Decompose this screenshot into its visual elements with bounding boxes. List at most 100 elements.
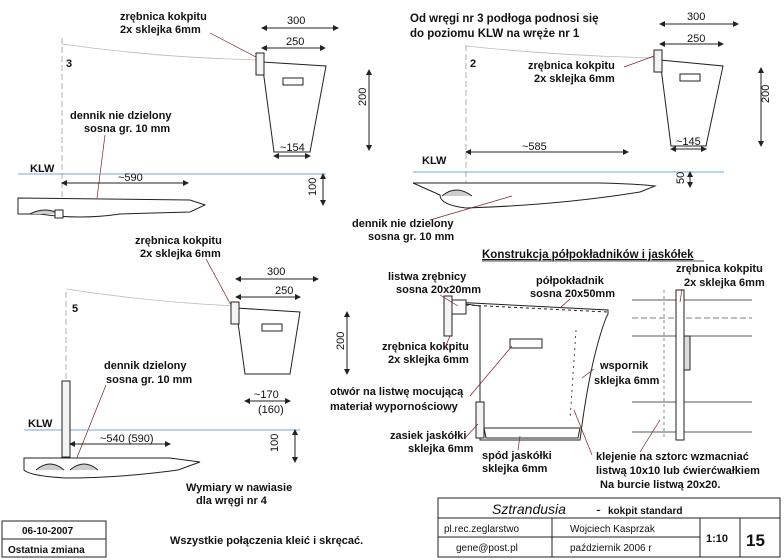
deck-curve-3 <box>61 43 263 61</box>
coaming-right-line2: 2x sklejka 6mm <box>684 277 765 289</box>
section-2: Od wręgi nr 3 podłoga podnosi się do poz… <box>352 11 772 243</box>
dim-300-2: 300 <box>687 11 705 23</box>
deck-curve-5 <box>65 288 237 307</box>
footer-date: 06-10-2007 <box>22 526 74 537</box>
strip-label-line2: sosna 20x20mm <box>396 284 481 296</box>
cutout-label-line1: otwór na listwę mocującą <box>330 386 464 398</box>
coaming-right-line1: zrębnica kokpitu <box>676 263 763 275</box>
coaming-label-3-line2: 2x sklejka 6mm <box>120 24 201 36</box>
split-frame-post-5 <box>61 380 71 458</box>
dim-300-3: 300 <box>287 15 305 27</box>
frame-label-5-line2: sosna gr. 10 mm <box>106 374 192 386</box>
email: gene@post.pl <box>456 543 518 554</box>
drawing-subtitle: kokpit standard <box>608 506 682 517</box>
dim-50-2: 50 <box>675 172 687 184</box>
glue-note-line1: klejenie na sztorc wzmacniać <box>596 451 749 463</box>
deck-curve-2 <box>465 45 661 59</box>
dim-585-2: ~585 <box>522 141 547 153</box>
section-3-number: 3 <box>66 58 72 70</box>
cockpit-side-3 <box>261 61 327 153</box>
author-name: Wojciech Kasprzak <box>570 524 656 535</box>
site-name: pl.rec.zeglarstwo <box>444 524 519 535</box>
dim-250-2: 250 <box>687 33 705 45</box>
floor-frame-2 <box>412 182 657 209</box>
dim-145-2: ~145 <box>676 136 701 148</box>
coaming-label-5-line2: 2x sklejka 6mm <box>140 248 221 260</box>
section-2-number: 2 <box>470 58 476 70</box>
coaming-strip <box>443 295 453 337</box>
dim-100-3: 100 <box>307 178 319 196</box>
floor-note-line1: Od wręgi nr 3 podłoga podnosi się <box>410 13 599 25</box>
dim-300-5: 300 <box>267 266 285 278</box>
dim-540-5: ~540 (590) <box>100 433 154 445</box>
dim-590-3: ~590 <box>118 172 143 184</box>
dim-250-3: 250 <box>286 36 304 48</box>
frame-label-2-line2: sosna gr. 10 mm <box>368 231 454 243</box>
coaming-5 <box>230 301 240 325</box>
cockpit-side-2 <box>659 59 724 147</box>
cutout-5 <box>261 323 283 332</box>
coaming-detail-line2: 2x sklejka 6mm <box>388 354 469 366</box>
klw-label-2: KLW <box>422 155 447 167</box>
cutout-3 <box>282 77 304 86</box>
frame-label-5-line1: dennik dzielony <box>104 360 187 372</box>
title-box <box>437 497 781 558</box>
gusset-plate <box>451 301 609 441</box>
glue-note-line3: Na burcie listwą 20x20. <box>600 479 720 491</box>
dim-160-5: (160) <box>258 404 284 416</box>
dim-250-5: 250 <box>275 285 293 297</box>
coaming-label-3-line1: zrębnica kokpitu <box>120 11 207 23</box>
half-beam-label-line2: sosna 20x50mm <box>530 288 615 300</box>
support-label-line1: wspornik <box>599 360 649 372</box>
klw-label-5: KLW <box>28 418 53 430</box>
section-5: 5 300 250 200 ~170 (160) zrębnica kokpit… <box>23 235 350 507</box>
dim-170-5: ~170 <box>254 389 279 401</box>
floor-frame-5 <box>23 457 201 479</box>
construction-detail: Konstrukcja półpokładników i jaskółek li… <box>330 249 765 491</box>
floor-frame-3 <box>17 197 207 218</box>
section-3: 3 300 250 200 ~154 zrębnica kokpitu 2x s… <box>17 11 372 219</box>
section-5-number: 5 <box>72 303 78 315</box>
cockpit-side-5 <box>235 307 301 375</box>
sheet-number: 15 <box>746 531 765 550</box>
coaming-detail-line1: zrębnica kokpitu <box>382 341 469 353</box>
strip-label-line1: listwa zrębnicy <box>388 271 467 283</box>
construction-heading: Konstrukcja półpokładników i jaskółek <box>482 249 694 261</box>
coaming-2 <box>653 49 663 73</box>
coaming-label-5-line1: zrębnica kokpitu <box>135 235 222 247</box>
coaming-label-2-line2: 2x sklejka 6mm <box>534 73 615 85</box>
floor-note-line2: do poziomu KLW na wręże nr 1 <box>410 28 580 40</box>
gusset-top-line2: sklejka 6mm <box>408 443 474 455</box>
dim-100-5: 100 <box>269 434 281 452</box>
coaming-3 <box>255 52 265 76</box>
gusset-bottom-line1: spód jaskółki <box>482 450 552 462</box>
cutout-label-line2: materiał wypornościowy <box>330 401 459 413</box>
half-beam-label-line1: półpokładnik <box>536 275 605 287</box>
support-post <box>675 289 685 441</box>
scale: 1:10 <box>706 533 728 545</box>
title-dash: - <box>596 501 601 517</box>
gusset-bottom-line2: sklejka 6mm <box>482 463 548 475</box>
frame-label-2-line1: dennik nie dzielony <box>352 218 454 230</box>
drawing-month: październik 2006 r <box>570 543 652 554</box>
bracket-note-line2: dla wręgi nr 4 <box>196 495 268 507</box>
frame-label-3-line1: dennik nie dzielony <box>70 110 172 122</box>
gusset-top-line1: zasiek jaskółki <box>390 430 466 442</box>
footer-last-change: Ostatnia zmiana <box>8 545 85 556</box>
dim-154-3: ~154 <box>280 142 305 154</box>
frame-label-3-line2: sosna gr. 10 mm <box>84 123 170 135</box>
dim-200-2: 200 <box>760 85 772 103</box>
glue-note-line2: listwą 10x10 lub ćwierćwałkiem <box>596 465 760 477</box>
dim-200-5: 200 <box>335 332 347 350</box>
dim-200-3: 200 <box>357 88 369 106</box>
footer-note: Wszystkie połączenia kleić i skręcać. <box>170 535 363 547</box>
klw-label-3: KLW <box>30 163 55 175</box>
cutout-2 <box>679 73 701 82</box>
coaming-label-2-line1: zrębnica kokpitu <box>528 60 615 72</box>
title-block: 06-10-2007 Ostatnia zmiana Wszystkie poł… <box>1 497 781 558</box>
support-label-line2: sklejka 6mm <box>594 375 660 387</box>
boat-name: Sztrandusia <box>492 501 566 517</box>
cutout-detail <box>509 338 543 349</box>
bracket-note-line1: Wymiary w nawiasie <box>186 482 292 494</box>
